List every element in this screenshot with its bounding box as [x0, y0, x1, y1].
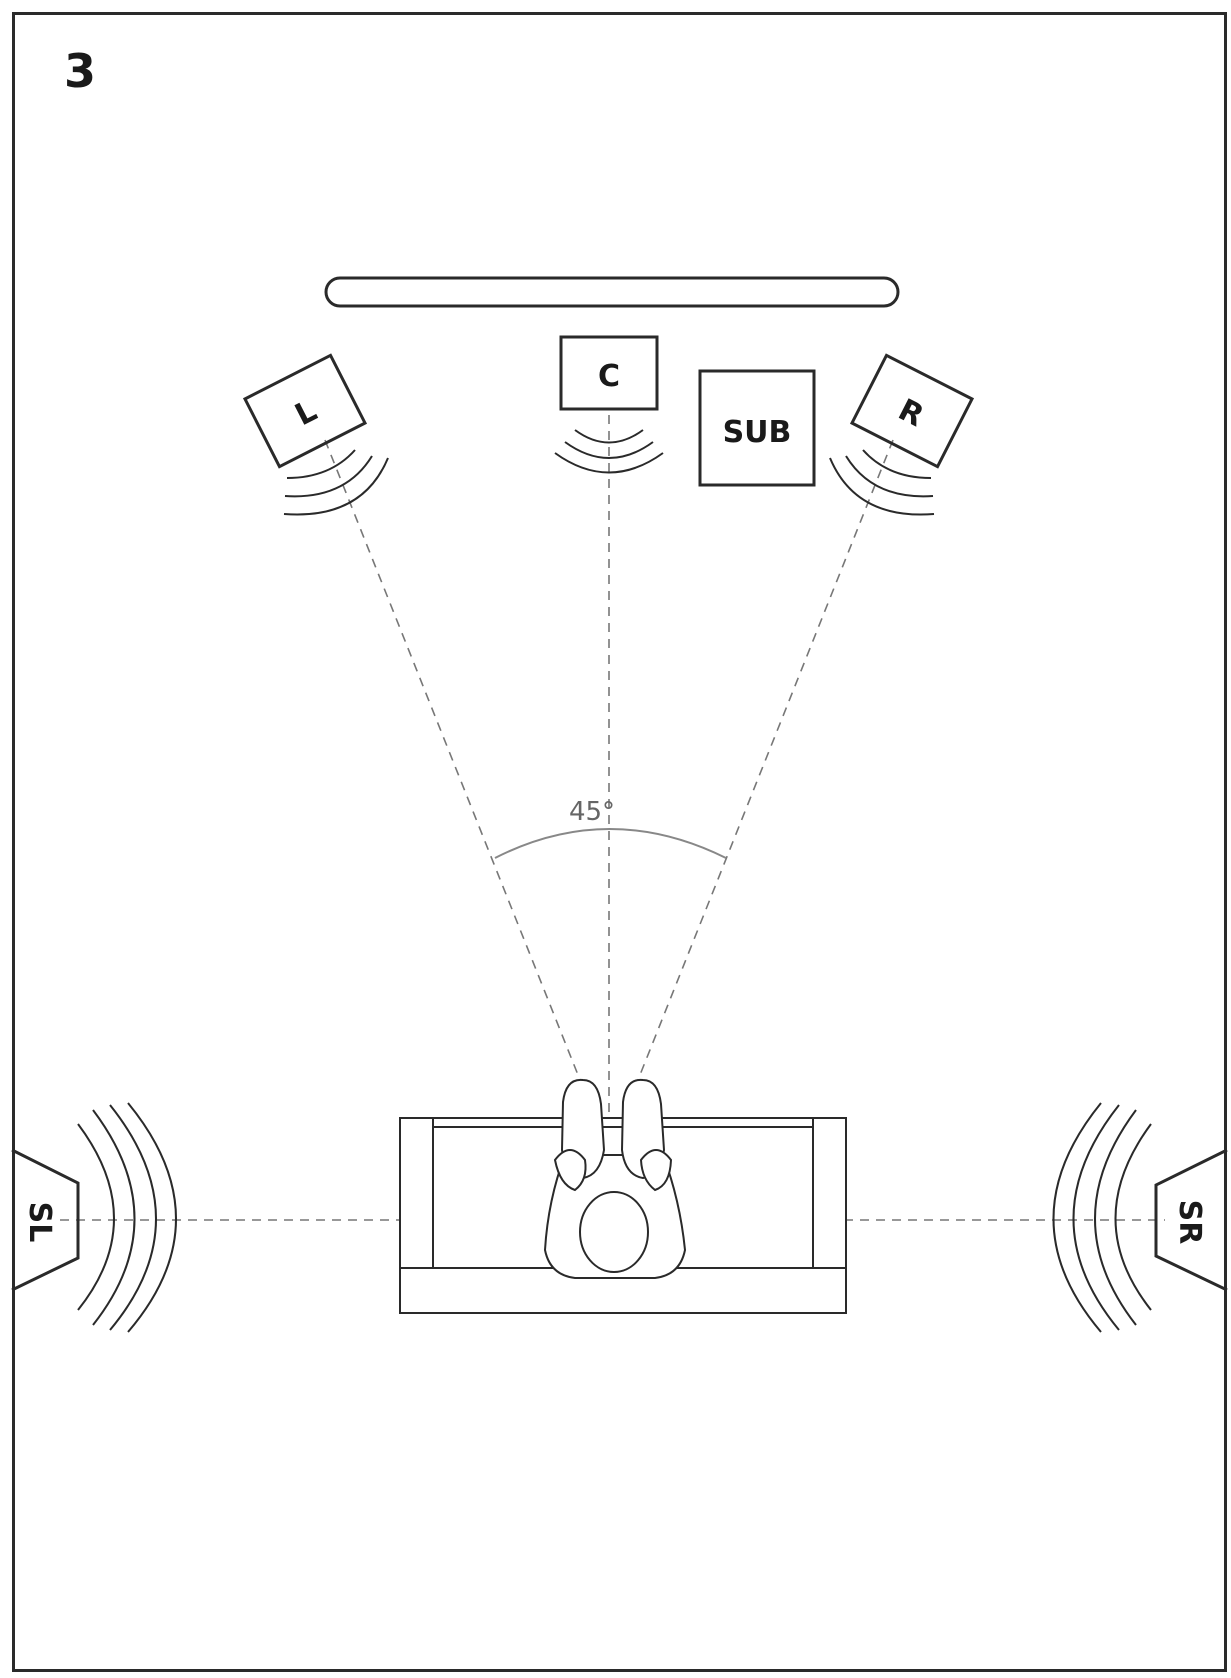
angle-arc [494, 828, 727, 859]
surround-left-speaker: SL [11, 1148, 80, 1292]
surround-right-label: SR [1172, 1200, 1207, 1245]
surround-right-speaker: SR [1154, 1148, 1228, 1292]
surround-left-sound-waves [77, 1102, 177, 1333]
listener [543, 1078, 687, 1279]
surround-left-label: SL [22, 1202, 57, 1243]
step-number: 3 [64, 44, 97, 98]
diagram-frame [12, 12, 1227, 1672]
subwoofer: SUB [698, 369, 816, 487]
subwoofer-label: SUB [723, 415, 792, 450]
right-guide-line [629, 439, 894, 1101]
tv-screen [324, 276, 900, 308]
center-sound-waves [554, 429, 664, 474]
right-speaker: R [849, 353, 975, 469]
left-guide-line [324, 439, 589, 1101]
center-speaker-label: C [598, 359, 620, 394]
listening-guides [60, 415, 1165, 1221]
angle-label: 45° [569, 797, 615, 827]
center-speaker: C [559, 335, 659, 411]
surround-right-sound-waves [1052, 1102, 1152, 1333]
right-speaker-label: R [893, 392, 929, 434]
left-speaker: L [242, 353, 368, 469]
left-sound-waves [283, 449, 389, 516]
right-sound-waves [829, 449, 935, 516]
left-speaker-label: L [290, 393, 323, 433]
